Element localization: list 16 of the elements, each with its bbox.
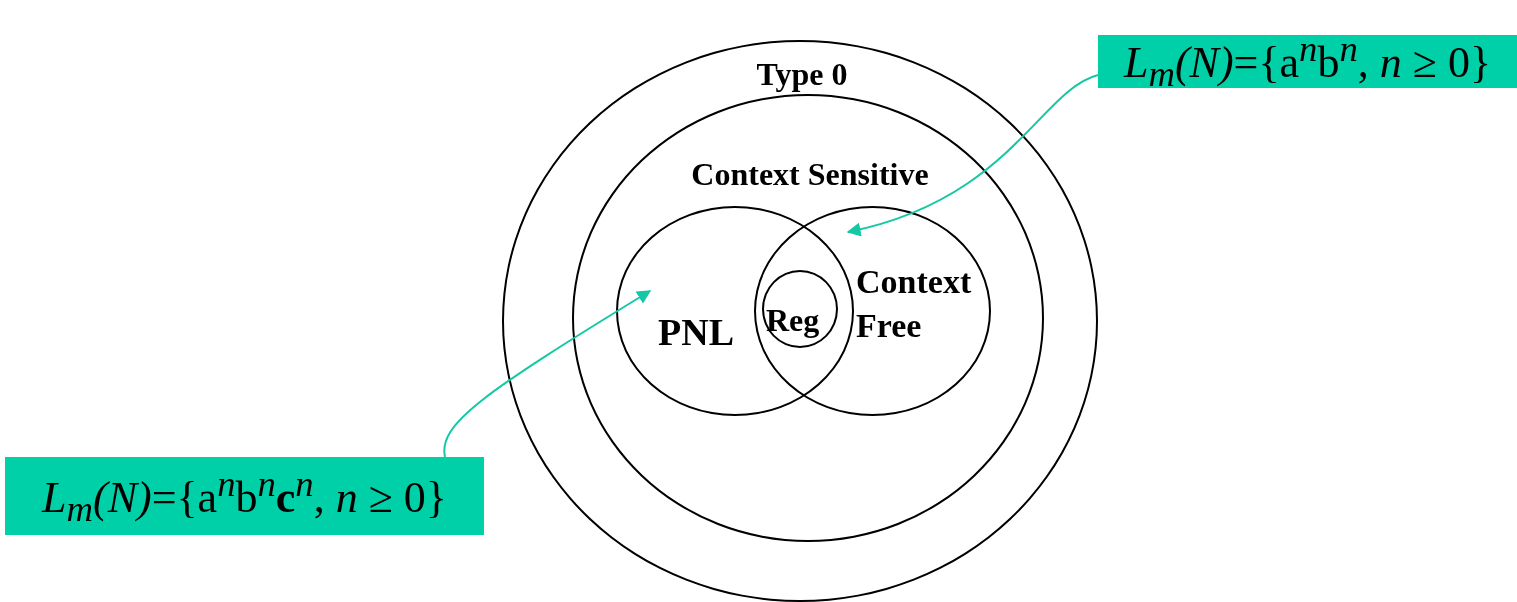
formula-box	[1098, 35, 1517, 88]
formula-text: L$_{m}$(N)={a$^{n}$b$^{n}$c$^{n}$, n ≥ 0}	[42, 461, 447, 531]
arrow	[443, 290, 652, 458]
set-label: Type 0	[755, 56, 849, 93]
set-label: Context Free	[856, 262, 973, 347]
regular-circle	[762, 270, 838, 348]
pnl-circle	[616, 206, 854, 416]
set-label: PNL	[658, 310, 734, 354]
type0-circle	[502, 40, 1098, 602]
formula-box	[5, 457, 484, 535]
arrow	[846, 74, 1099, 236]
context-sensitive-circle	[572, 94, 1044, 542]
set-label: Context Sensitive	[690, 156, 930, 193]
context-free-circle	[754, 206, 991, 416]
formula-text: L$_{m}$(N)={a$^{n}$b$^{n}$, n ≥ 0}	[1124, 27, 1491, 96]
set-label: Reg	[766, 302, 820, 339]
